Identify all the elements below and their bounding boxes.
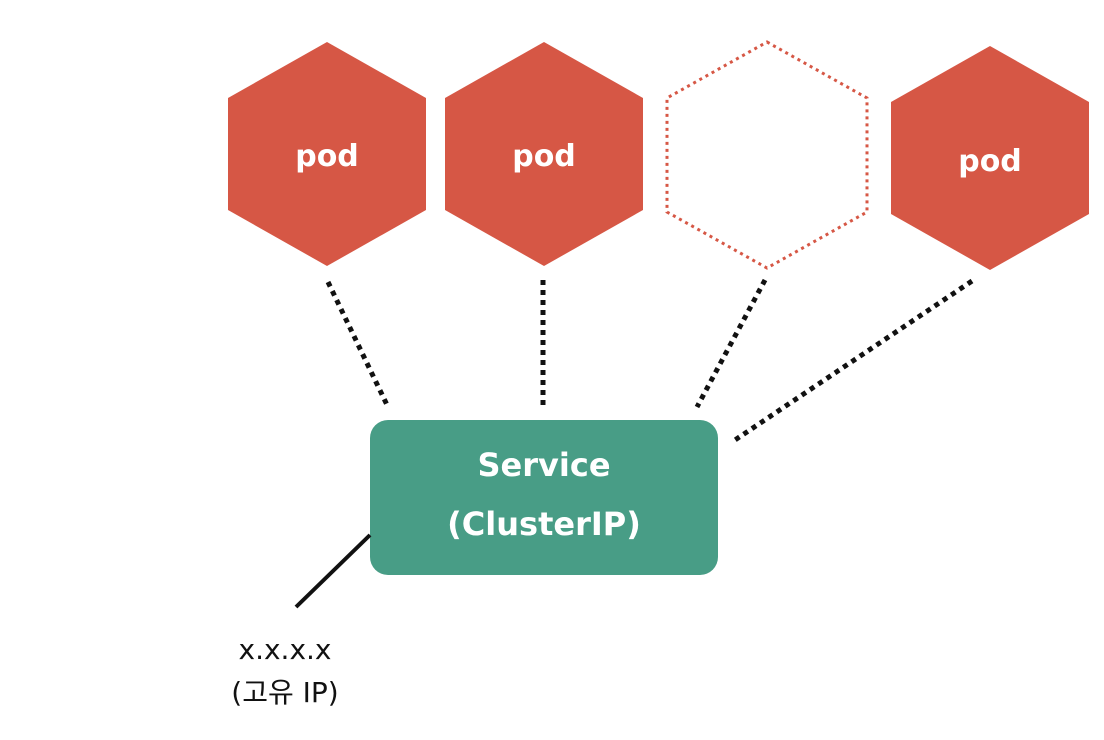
pod-label-1: pod <box>295 139 359 174</box>
pod-label-2: pod <box>512 139 576 174</box>
pod-hexagon-2: pod <box>445 42 643 266</box>
service-rect <box>370 420 718 575</box>
pod-hexagon-1: pod <box>228 42 426 266</box>
connector-pod-4 <box>730 278 974 445</box>
pod-hexagon-3-pending <box>665 40 869 270</box>
pod-shape-3-pending <box>665 40 869 270</box>
pod-shape-1 <box>228 42 426 266</box>
service-name: Service <box>477 446 610 484</box>
service-box: Service (ClusterIP) <box>370 420 718 575</box>
pod-shape-2 <box>445 42 643 266</box>
service-type: (ClusterIP) <box>447 505 641 543</box>
pod-shape-4 <box>891 46 1089 270</box>
ip-connector-line <box>294 533 372 609</box>
connector-pod-3 <box>694 278 768 409</box>
pod-label-4: pod <box>958 144 1022 179</box>
connector-pod-1 <box>325 280 391 409</box>
ip-note-label: (고유 IP) <box>231 676 338 709</box>
pod-hexagon-4: pod <box>891 46 1089 270</box>
ip-address-label: x.x.x.x <box>239 633 332 666</box>
